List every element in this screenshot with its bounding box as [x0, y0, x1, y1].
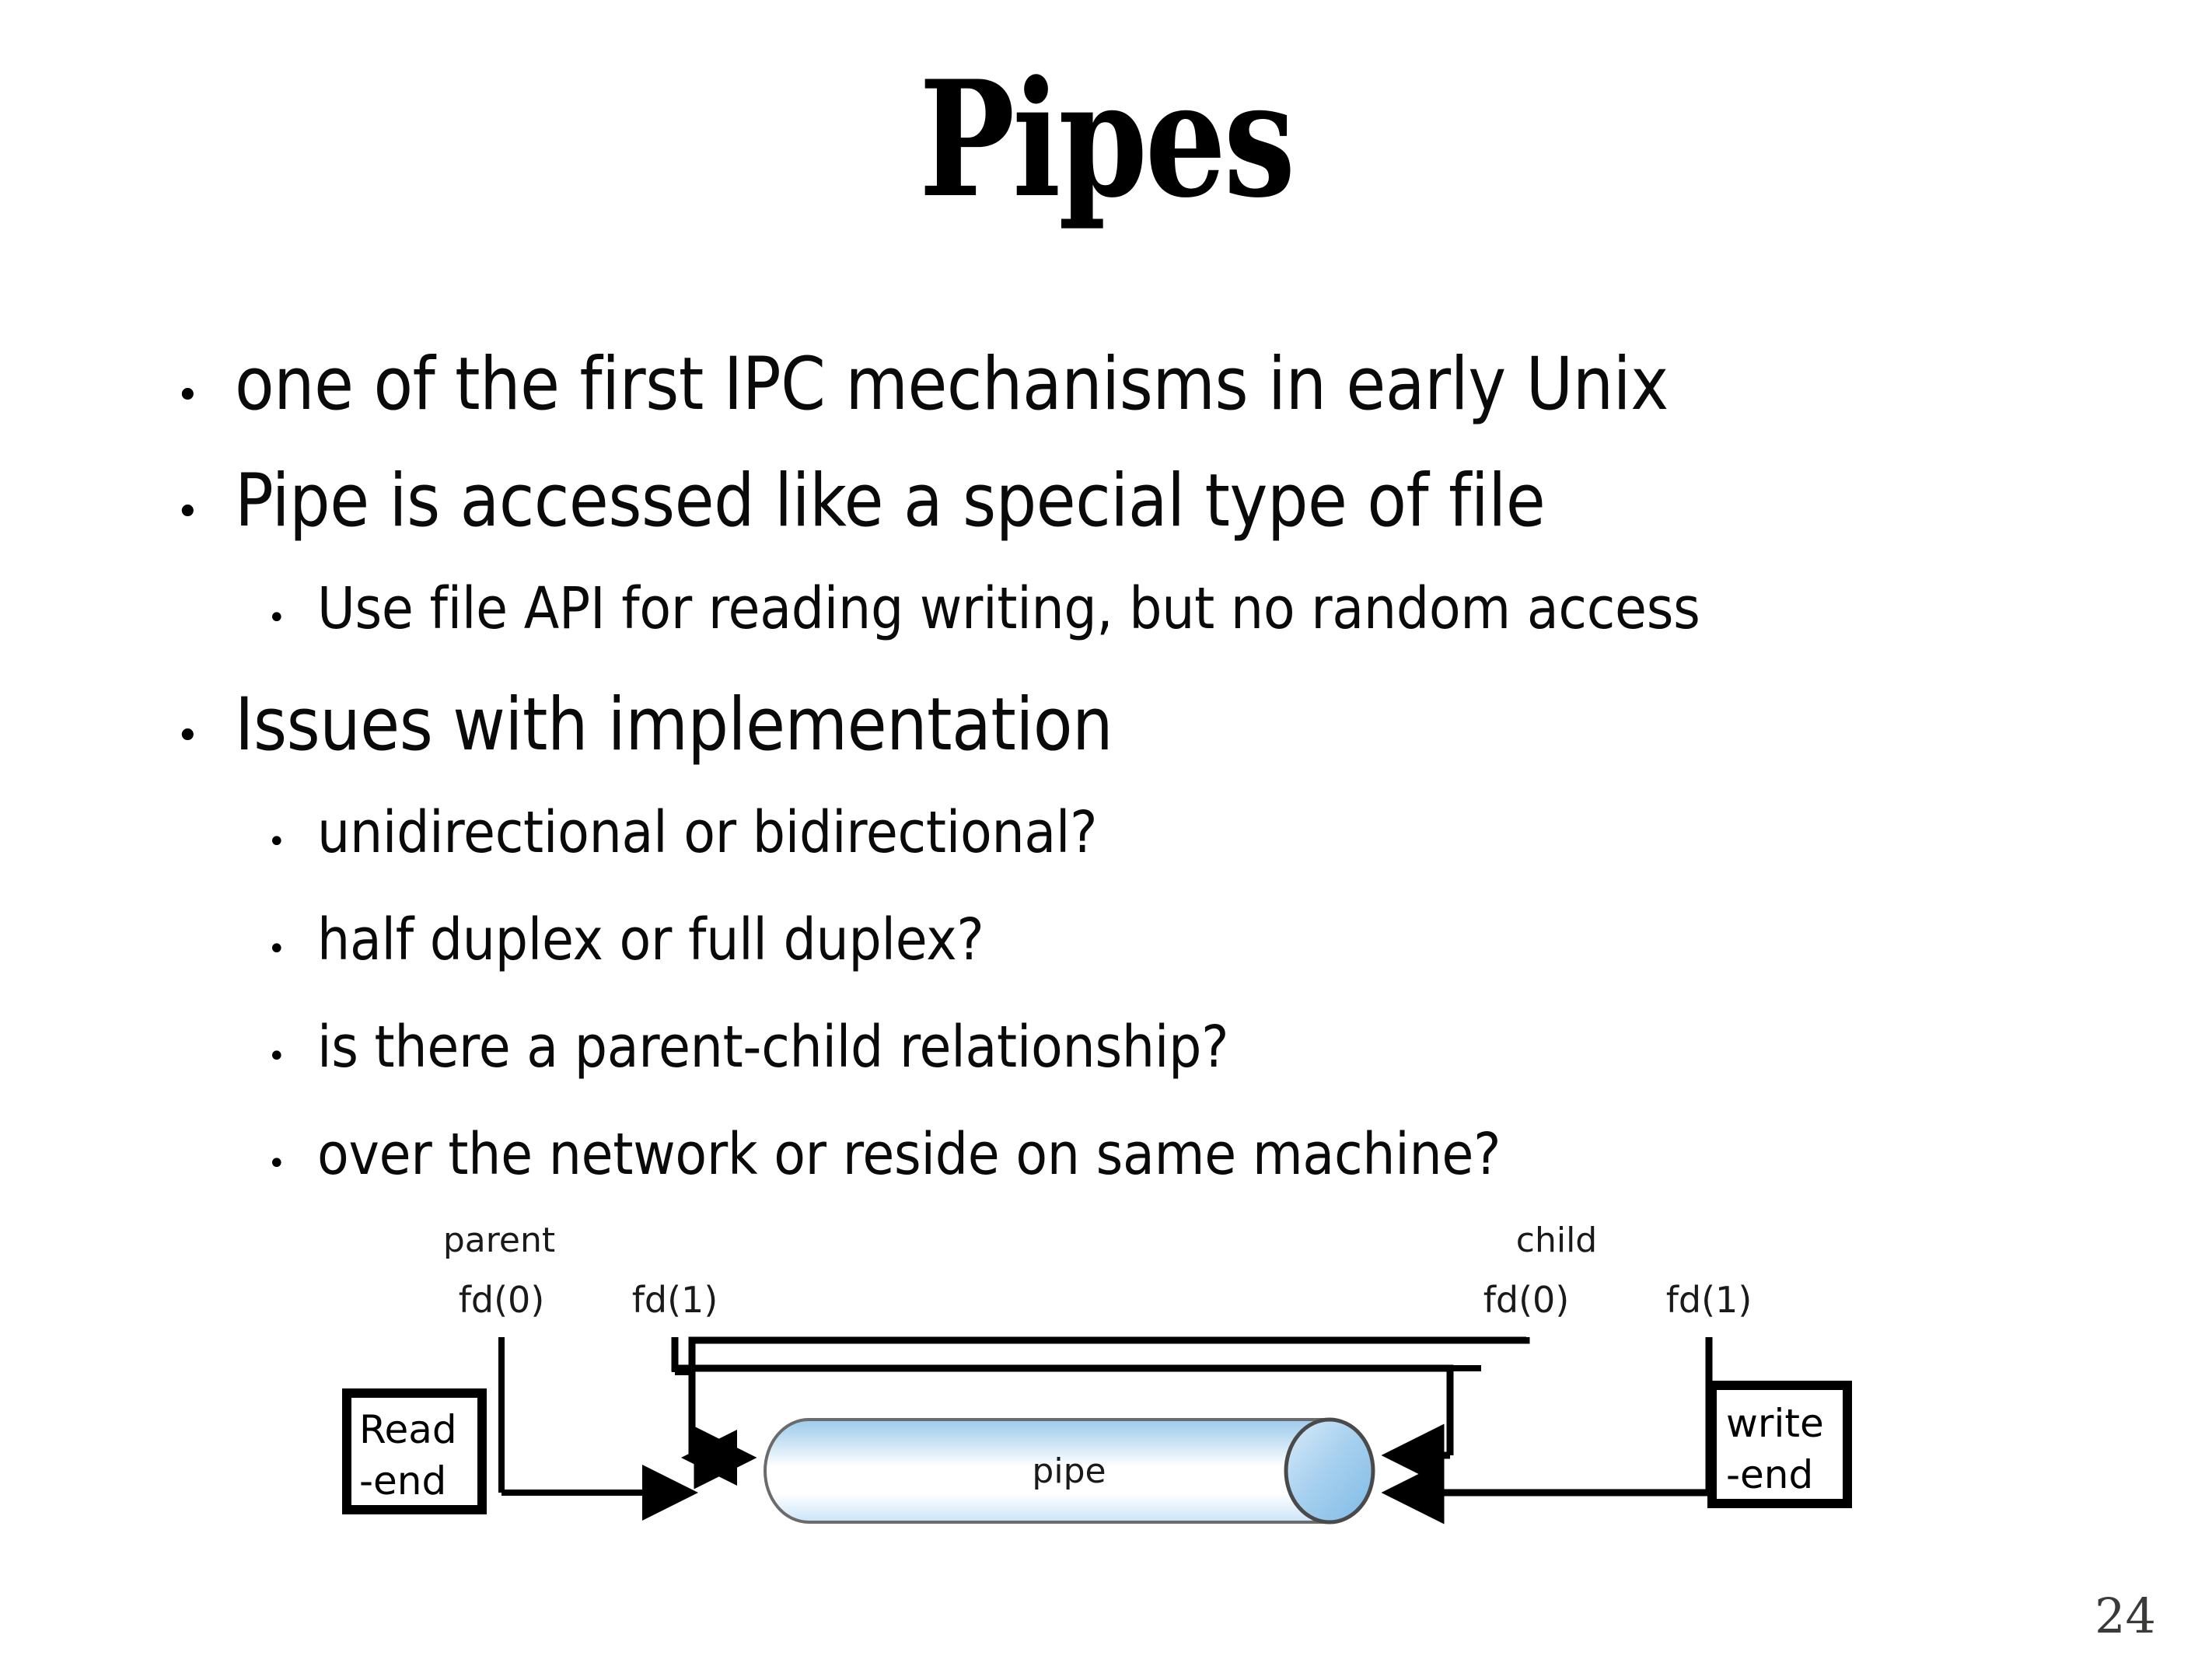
- list-item-label: Issues with implementation: [235, 683, 1113, 767]
- list-item-label: over the network or reside on same machi…: [317, 1121, 1501, 1188]
- list-item-label: Use file API for reading writing, but no…: [317, 575, 1700, 642]
- list-item-label: one of the first IPC mechanisms in early…: [235, 342, 1669, 427]
- list-item: • over the network or reside on same mac…: [0, 1121, 2212, 1228]
- list-item: • is there a parent-child relationship?: [0, 1014, 2212, 1121]
- bullet-marker-icon: •: [176, 713, 200, 760]
- diagram-label-parent-fd0: fd(0): [459, 1279, 545, 1321]
- diagram-label-pipe: pipe: [1032, 1451, 1106, 1491]
- bullet-marker-icon: •: [176, 489, 200, 536]
- list-item: • half duplex or full duplex?: [0, 906, 2212, 1014]
- list-item-label: half duplex or full duplex?: [317, 906, 984, 973]
- page-number: 24: [2095, 1587, 2156, 1644]
- pipe-cylinder-cap: [1284, 1417, 1375, 1525]
- write-end-label-line1: write: [1726, 1401, 1824, 1446]
- diagram-label-child: child: [1516, 1221, 1597, 1260]
- bullet-marker-icon: •: [176, 372, 200, 419]
- list-item-label: unidirectional or bidirectional?: [317, 799, 1098, 866]
- bullet-marker-icon: •: [267, 931, 286, 967]
- bullet-marker-icon: •: [267, 824, 286, 860]
- page-title: Pipes: [919, 47, 1295, 233]
- list-item-label: Pipe is accessed like a special type of …: [235, 459, 1546, 543]
- pipe-diagram: parent child fd(0) fd(1) fd(0) fd(1): [327, 1213, 1928, 1539]
- list-item: • Use file API for reading writing, but …: [0, 575, 2212, 683]
- diagram-label-parent: parent: [443, 1221, 555, 1260]
- write-end-box: [1707, 1381, 1852, 1508]
- list-item: • unidirectional or bidirectional?: [0, 799, 2212, 906]
- bullet-list: • one of the first IPC mechanisms in ear…: [0, 342, 2212, 1228]
- read-end-box: [342, 1388, 487, 1514]
- write-end-label-line2: -end: [1726, 1452, 1813, 1497]
- read-end-label-line1: Read: [359, 1407, 457, 1452]
- bullet-marker-icon: •: [267, 1146, 286, 1182]
- diagram-label-parent-fd1: fd(1): [632, 1279, 718, 1321]
- diagram-label-child-fd1: fd(1): [1666, 1279, 1752, 1321]
- list-item-label: is there a parent-child relationship?: [317, 1014, 1229, 1081]
- list-item: • Issues with implementation: [0, 683, 2212, 799]
- diagram-label-child-fd0: fd(0): [1483, 1279, 1570, 1321]
- read-end-label-line2: -end: [359, 1458, 446, 1504]
- bullet-marker-icon: •: [267, 600, 286, 636]
- bullet-marker-icon: •: [267, 1039, 286, 1074]
- list-item: • one of the first IPC mechanisms in ear…: [0, 342, 2212, 459]
- list-item: • Pipe is accessed like a special type o…: [0, 459, 2212, 575]
